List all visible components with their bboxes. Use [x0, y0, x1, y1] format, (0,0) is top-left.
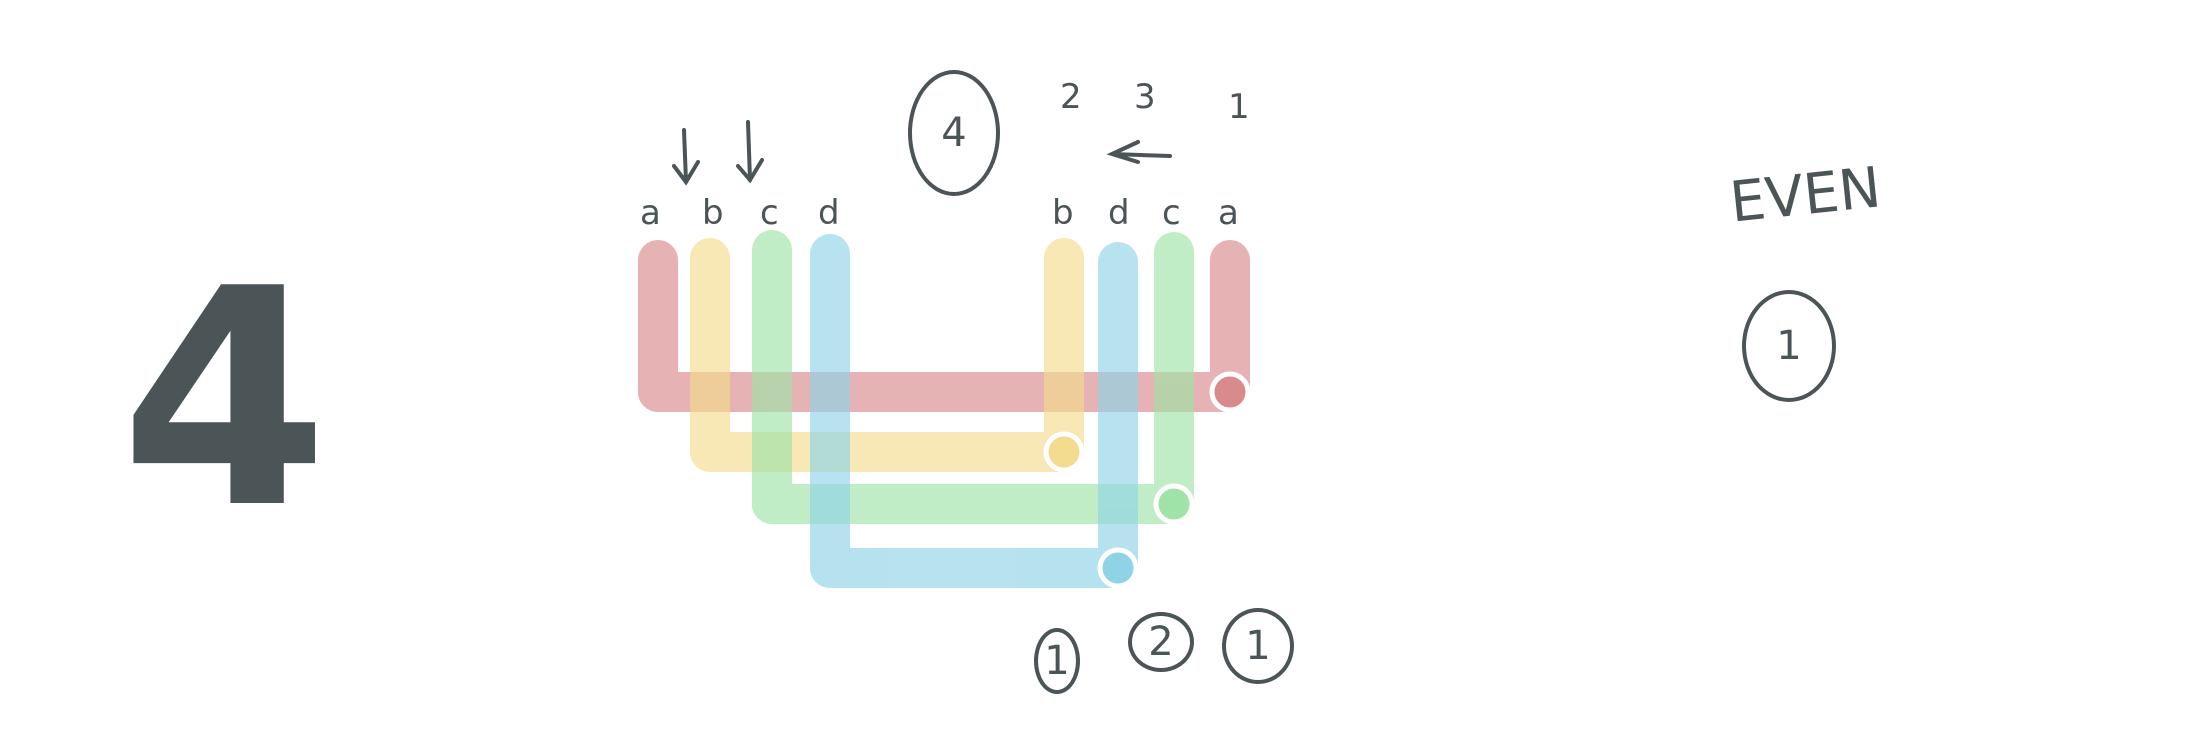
circled-top-number: 4 [908, 70, 1000, 196]
bottom-circled-2-text: 2 [1148, 619, 1174, 665]
strip-red-right-leg [1210, 240, 1250, 412]
strip-blue [810, 234, 1138, 588]
right-letter-b: b [1052, 193, 1074, 233]
right-letter-a: a [1218, 193, 1239, 233]
strip-yellow-left-leg [690, 238, 730, 472]
bottom-circled-2: 2 [1128, 612, 1194, 672]
strip-red-left-leg [638, 240, 678, 412]
bottom-circled-1-text: 1 [1044, 638, 1070, 684]
left-letter-a: a [640, 193, 661, 233]
bottom-circled-1: 1 [1034, 628, 1080, 694]
order-number-2: 3 [1134, 77, 1156, 117]
bottom-circled-3: 1 [1222, 608, 1294, 684]
right-letter-d: d [1108, 193, 1130, 233]
strip-green-bottom-bar [752, 484, 1194, 524]
left-letter-b: b [702, 193, 724, 233]
right-circled: 1 [1742, 290, 1836, 402]
arrow-down-icon-1 [672, 128, 700, 186]
strip-yellow-right-leg [1044, 238, 1084, 472]
big-number: 4 [120, 225, 329, 574]
right-circled-text: 1 [1776, 323, 1802, 369]
strip-blue-left-leg [810, 234, 850, 588]
arrow-down-icon-2 [736, 120, 764, 184]
strip-red-end-dot [1209, 371, 1251, 413]
right-note: EVEN [1726, 155, 1884, 236]
left-letter-c: c [760, 193, 779, 233]
bottom-circled-3-text: 1 [1245, 623, 1271, 669]
circled-top-number-text: 4 [941, 110, 967, 156]
strip-yellow-end-dot [1043, 431, 1085, 473]
arrow-left-icon [1106, 140, 1172, 164]
strip-blue-right-leg [1098, 242, 1138, 588]
order-number-3: 1 [1228, 87, 1250, 127]
strip-green-end-dot [1153, 483, 1195, 525]
order-number-1: 2 [1060, 77, 1082, 117]
strip-yellow-bottom-bar [690, 432, 1084, 472]
strip-green [752, 230, 1194, 524]
strip-blue-end-dot [1097, 547, 1139, 589]
left-letter-d: d [818, 193, 840, 233]
strip-green-left-leg [752, 230, 792, 524]
strip-yellow [690, 238, 1084, 472]
right-letter-c: c [1162, 193, 1181, 233]
strip-blue-bottom-bar [810, 548, 1138, 588]
strip-green-right-leg [1154, 232, 1194, 524]
